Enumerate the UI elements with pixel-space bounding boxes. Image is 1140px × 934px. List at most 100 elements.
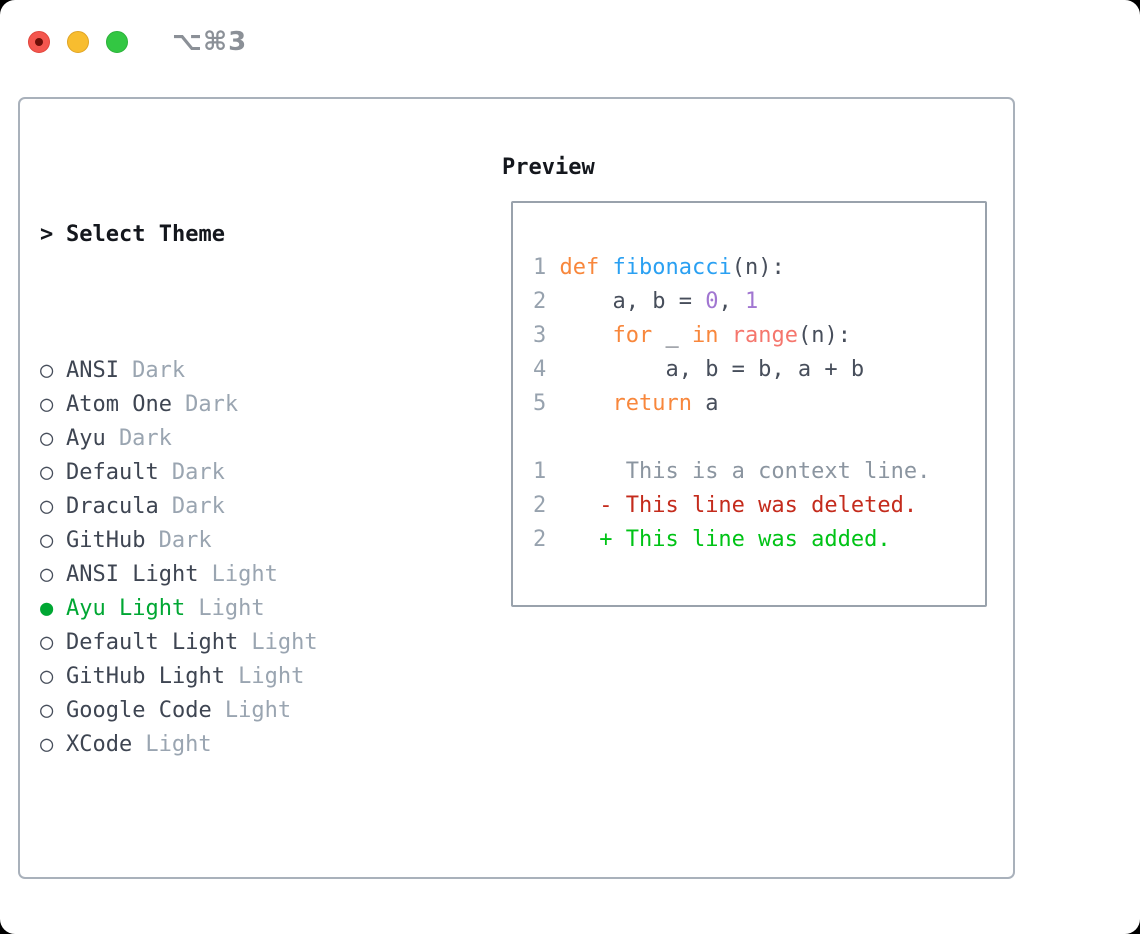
- code-token: range: [731, 323, 798, 348]
- theme-variant: Light: [224, 698, 292, 723]
- code-token: ,: [718, 289, 745, 314]
- code-token: fibonacci: [612, 255, 732, 280]
- code-token: _: [652, 323, 692, 348]
- radio-icon: ○: [40, 562, 54, 587]
- theme-name: ANSI Light: [66, 562, 199, 587]
- code-token: 2: [533, 289, 560, 314]
- window-title: ⌥⌘3: [172, 27, 248, 57]
- code-line: 1 def fibonacci(n):: [533, 251, 985, 285]
- theme-option[interactable]: ○ ANSI Dark: [40, 354, 411, 388]
- code-token: [560, 323, 613, 348]
- code-token: 1: [533, 459, 547, 484]
- theme-option[interactable]: ○ XCode Light: [40, 728, 411, 762]
- theme-option[interactable]: ○ GitHub Light Light: [40, 660, 411, 694]
- theme-name: Dracula: [66, 494, 159, 519]
- code-token: 3: [533, 323, 560, 348]
- code-line: 4 a, b = b, a + b: [533, 353, 985, 387]
- titlebar: ⌥⌘3: [28, 27, 247, 57]
- close-button[interactable]: [28, 31, 50, 53]
- theme-option[interactable]: ○ Ayu Dark: [40, 422, 411, 456]
- radio-icon: ○: [40, 732, 54, 757]
- theme-variant: Light: [198, 596, 265, 621]
- code-token: a, b =: [559, 289, 706, 314]
- code-token: 1: [744, 289, 759, 314]
- code-token: 2: [533, 527, 547, 552]
- code-line: 2 + This line was added.: [533, 523, 985, 557]
- theme-variant: Light: [211, 562, 278, 587]
- code-line: 1 This is a context line.: [533, 455, 985, 489]
- theme-name: XCode: [66, 732, 133, 757]
- theme-variant: Dark: [118, 426, 172, 451]
- theme-variant: Light: [251, 630, 318, 655]
- radio-icon: ○: [40, 698, 54, 723]
- code-line: [533, 421, 985, 455]
- code-token: 4: [533, 357, 560, 382]
- code-token: [718, 323, 731, 348]
- theme-variant: Dark: [171, 494, 225, 519]
- theme-option[interactable]: ○ Default Dark: [40, 456, 411, 490]
- radio-icon: ○: [40, 630, 54, 655]
- theme-name: GitHub: [66, 528, 146, 553]
- theme-name: GitHub Light: [66, 664, 225, 689]
- theme-variant: Dark: [132, 358, 186, 383]
- code-token: [560, 391, 613, 416]
- code-line: 5 return a: [533, 387, 985, 421]
- radio-icon: ○: [40, 664, 54, 689]
- theme-name: Ayu Light: [66, 596, 186, 621]
- theme-option[interactable]: ○ Dracula Dark: [40, 490, 411, 524]
- theme-name: ANSI: [66, 358, 119, 383]
- code-token: return: [612, 391, 692, 416]
- radio-icon: ○: [40, 426, 54, 451]
- theme-variant: Dark: [185, 392, 239, 417]
- theme-variant: Dark: [158, 528, 212, 553]
- theme-name: Default: [66, 460, 159, 485]
- code-token: def: [559, 255, 613, 280]
- radio-icon: ●: [40, 596, 54, 621]
- theme-name: Ayu: [66, 426, 106, 451]
- theme-header-label: Select Theme: [66, 222, 225, 247]
- theme-option[interactable]: ○ Default Light Light: [40, 626, 411, 660]
- theme-option[interactable]: ○ Atom One Dark: [40, 388, 411, 422]
- theme-name: Google Code: [66, 698, 212, 723]
- theme-option[interactable]: ○ Google Code Light: [40, 694, 411, 728]
- theme-option[interactable]: ○ ANSI Light Light: [40, 558, 411, 592]
- radio-icon: ○: [40, 494, 54, 519]
- code-line: 3 for _ in range(n):: [533, 319, 985, 353]
- code-token: This is a context line.: [546, 459, 931, 484]
- code-token: (n):: [797, 323, 851, 348]
- zoom-button[interactable]: [106, 31, 128, 53]
- theme-name: Default Light: [66, 630, 239, 655]
- code-token: for: [612, 323, 653, 348]
- theme-option[interactable]: ● Ayu Light Light: [40, 592, 411, 626]
- radio-icon: ○: [40, 528, 54, 553]
- radio-icon: ○: [40, 358, 54, 383]
- code-token: a: [691, 391, 719, 416]
- theme-variant: Light: [145, 732, 212, 757]
- minimize-button[interactable]: [67, 31, 89, 53]
- code-line: 2 - This line was deleted.: [533, 489, 985, 523]
- theme-option[interactable]: ○ GitHub Dark: [40, 524, 411, 558]
- code-token: (n):: [731, 255, 785, 280]
- code-token: in: [691, 323, 719, 348]
- theme-variant: Dark: [171, 460, 225, 485]
- code-token: 2: [533, 493, 547, 518]
- radio-icon: ○: [40, 392, 54, 417]
- radio-icon: ○: [40, 460, 54, 485]
- code-token: - This line was deleted.: [546, 493, 918, 518]
- code-token: + This line was added.: [546, 527, 891, 552]
- theme-name: Atom One: [66, 392, 172, 417]
- code-token: a, b = b, a + b: [559, 357, 865, 382]
- code-line: 2 a, b = 0, 1: [533, 285, 985, 319]
- theme-list-header: >Select Theme: [40, 218, 411, 252]
- code-token: 5: [533, 391, 560, 416]
- spacer: [40, 864, 411, 898]
- code-token: 0: [705, 289, 719, 314]
- theme-variant: Light: [238, 664, 305, 689]
- preview-label: Preview: [502, 155, 595, 180]
